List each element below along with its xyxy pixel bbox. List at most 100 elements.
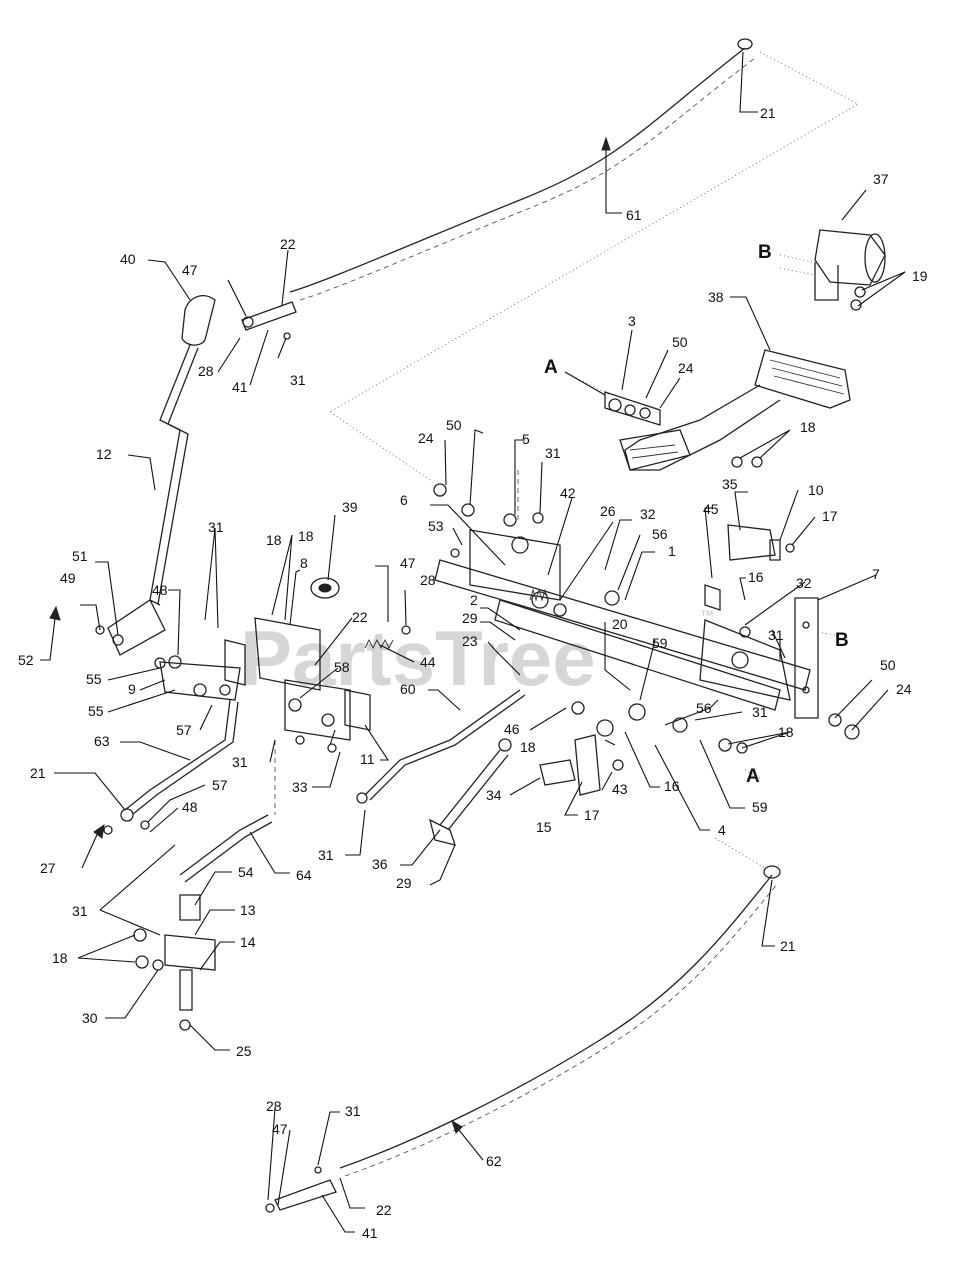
callout-label: 16	[664, 778, 680, 794]
callout-label: 40	[120, 251, 136, 267]
callout-label: 16	[748, 569, 764, 585]
callout-label: 54	[238, 864, 254, 880]
callout-label: 18	[778, 724, 794, 740]
cable-62	[265, 837, 781, 1213]
callout-label: 22	[352, 609, 368, 625]
callout-label: 37	[873, 171, 889, 187]
callout-label: 31	[72, 903, 88, 919]
callout-label: 49	[60, 570, 76, 586]
callout-labels: 21 61 37 19 40 47 22 28 41 31 38 3 50 24…	[18, 105, 928, 1241]
callout-label: 10	[808, 482, 824, 498]
callout-label: 28	[198, 363, 214, 379]
callout-label: 31	[290, 372, 306, 388]
callout-label: 29	[462, 610, 478, 626]
callout-label: 17	[584, 807, 600, 823]
component-34	[539, 701, 624, 796]
callout-label: 28	[420, 572, 436, 588]
callout-label: 39	[342, 499, 358, 515]
callout-label: 58	[334, 659, 350, 675]
callout-label: 33	[292, 779, 308, 795]
cable-end-upper	[241, 301, 297, 340]
knob-39	[310, 577, 340, 599]
watermark-trademark: ™	[700, 607, 714, 623]
callout-label: 47	[400, 555, 416, 571]
callout-label: 31	[345, 1103, 361, 1119]
callout-label: 41	[362, 1225, 378, 1241]
callout-label: 30	[82, 1010, 98, 1026]
callout-label: 7	[872, 566, 880, 582]
callout-label: 51	[72, 548, 88, 564]
callout-label: 14	[240, 934, 256, 950]
ref-letter-b-top: B	[758, 242, 772, 263]
callout-label: 56	[696, 700, 712, 716]
leader-lines	[40, 51, 906, 1233]
callout-label: 25	[236, 1043, 252, 1059]
callout-label: 18	[800, 419, 816, 435]
ref-letter-b-right: B	[835, 630, 849, 651]
callout-label: 23	[462, 633, 478, 649]
callout-label: 24	[678, 360, 694, 376]
callout-label: 50	[672, 334, 688, 350]
callout-label: 18	[298, 528, 314, 544]
pedal-35	[704, 524, 795, 611]
callout-label: 11	[360, 751, 375, 767]
left-bracket	[95, 617, 321, 701]
callout-label: 61	[626, 207, 642, 223]
callout-label: 46	[504, 721, 520, 737]
rod-36	[429, 738, 512, 846]
callout-label: 18	[520, 739, 536, 755]
callout-label: 31	[318, 847, 334, 863]
callout-label: 18	[52, 950, 68, 966]
callout-label: 1	[668, 543, 676, 559]
callout-label: 13	[240, 902, 256, 918]
callout-label: 62	[486, 1153, 502, 1169]
callout-label: 19	[912, 268, 928, 284]
callout-label: 45	[703, 501, 719, 517]
callout-label: 48	[182, 799, 198, 815]
callout-label: 20	[612, 616, 628, 632]
callout-label: 24	[418, 430, 434, 446]
callout-label: 34	[486, 787, 502, 803]
callout-label: 9	[128, 681, 136, 697]
callout-label: 6	[400, 492, 408, 508]
callout-label: 64	[296, 867, 312, 883]
rod-64	[179, 740, 276, 883]
callout-label: 36	[372, 856, 388, 872]
watermark-text: PartsTree	[240, 614, 596, 702]
callout-label: 21	[780, 938, 796, 954]
callout-label: 31	[752, 704, 768, 720]
callout-label: 47	[182, 262, 198, 278]
reference-letters: B A B A	[544, 242, 849, 787]
rod-60	[356, 689, 526, 804]
ref-letter-a-right: A	[746, 766, 760, 787]
callout-label: 57	[212, 777, 228, 793]
callout-label: 5	[522, 431, 530, 447]
callout-label: 59	[652, 635, 668, 651]
callout-label: 21	[760, 105, 776, 121]
callout-label: 57	[176, 722, 192, 738]
callout-label: 31	[232, 754, 248, 770]
shift-lever	[107, 295, 216, 656]
callout-label: 60	[400, 681, 416, 697]
callout-label: 48	[152, 582, 168, 598]
watermark: PartsTree ™	[240, 607, 714, 702]
callout-label: 26	[600, 503, 616, 519]
callout-label: 63	[94, 733, 110, 749]
callout-label: 32	[796, 575, 812, 591]
callout-label: 31	[768, 627, 784, 643]
springs	[364, 588, 549, 650]
callout-label: 35	[722, 476, 738, 492]
callout-label: 21	[30, 765, 46, 781]
callout-label: 4	[718, 822, 726, 838]
cable-61	[289, 38, 859, 413]
callout-label: 8	[300, 555, 308, 571]
callout-label: 27	[40, 860, 56, 876]
callout-label: 52	[18, 652, 34, 668]
plate-7	[794, 597, 860, 740]
callout-label: 42	[560, 485, 576, 501]
callout-label: 43	[612, 781, 628, 797]
callout-label: 22	[280, 236, 296, 252]
bottom-bracket	[133, 894, 216, 1031]
callout-label: 38	[708, 289, 724, 305]
callout-label: 50	[446, 417, 462, 433]
